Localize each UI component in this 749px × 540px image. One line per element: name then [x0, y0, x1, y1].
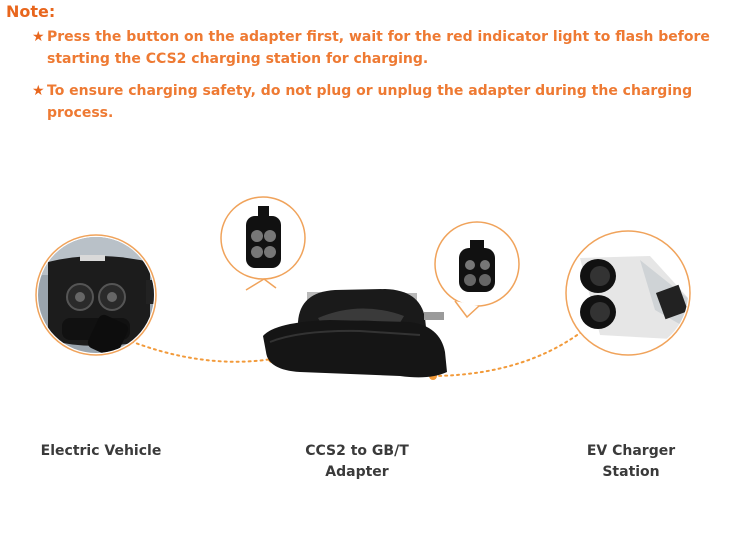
adapter-to-station-line — [432, 312, 605, 377]
label-ev-charger-station: EV Charger Station — [556, 441, 706, 483]
note-item-2-line2: process. — [47, 105, 114, 121]
note-item-1: ★Press the button on the adapter first, … — [32, 26, 732, 70]
label-adapter-line1: CCS2 to GB/T — [305, 443, 409, 459]
label-electric-vehicle: Electric Vehicle — [26, 441, 176, 462]
charger-plug-image — [565, 230, 691, 356]
star-icon: ★ — [32, 29, 45, 45]
label-station-line2: Station — [602, 464, 660, 480]
label-adapter-line2: Adapter — [325, 464, 389, 480]
note-item-2-line1: To ensure charging safety, do not plug o… — [47, 83, 693, 99]
label-station-line1: EV Charger — [586, 443, 676, 459]
note-item-1-line1: Press the button on the adapter first, w… — [47, 29, 710, 45]
vehicle-inlet-image — [35, 234, 157, 356]
adapter-gbt-face-image — [220, 196, 306, 291]
label-electric-vehicle-text: Electric Vehicle — [40, 443, 162, 459]
note-title: Note: — [6, 2, 56, 21]
note-item-2: ★To ensure charging safety, do not plug … — [32, 80, 732, 124]
note-item-1-line2: starting the CCS2 charging station for c… — [47, 51, 429, 67]
vehicle-to-adapter-line — [119, 336, 273, 363]
adapter-body-image — [263, 289, 447, 378]
label-adapter: CCS2 to GB/T Adapter — [282, 441, 432, 483]
star-icon: ★ — [32, 83, 45, 99]
adapter-ccs2-face-image — [434, 221, 520, 319]
